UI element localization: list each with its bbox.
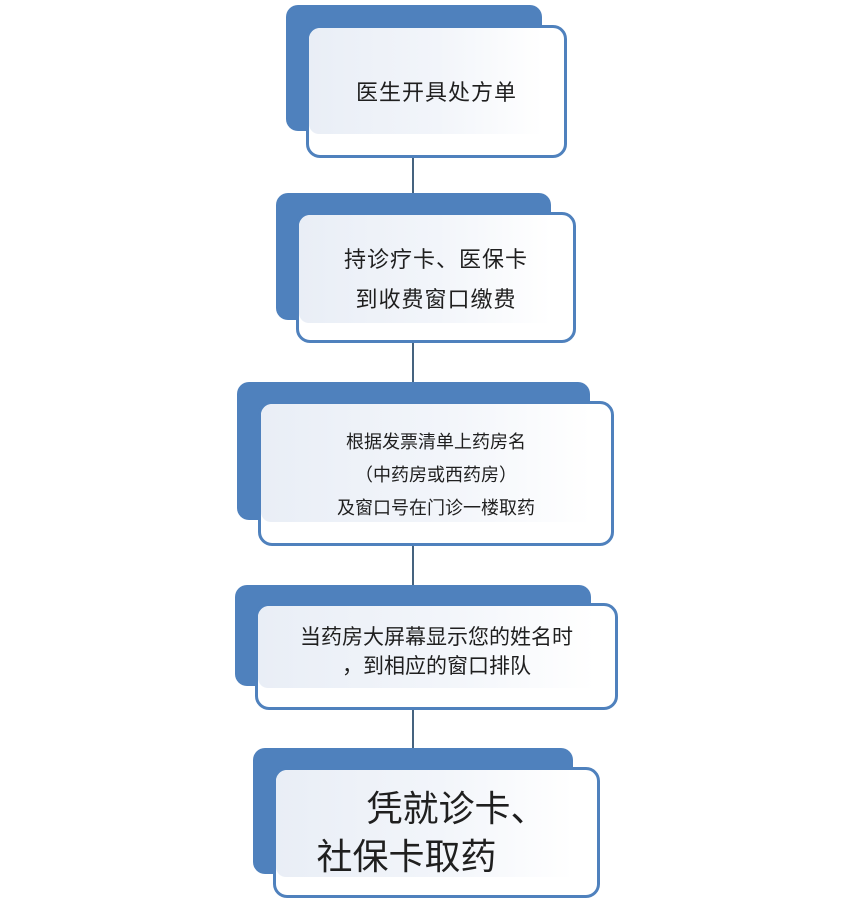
step-1-line-1: 医生开具处方单: [355, 81, 517, 106]
step-1-text: 医生开具处方单: [306, 75, 567, 107]
step-3-box: [258, 401, 614, 546]
step-4-line-1: 当药房大屏幕显示您的姓名时: [300, 625, 573, 649]
step-4-text: 当药房大屏幕显示您的姓名时 ，到相应的窗口排队: [255, 623, 618, 681]
step-1-box: [306, 25, 567, 158]
step-3-text: 根据发票清单上药房名 （中药房或西药房） 及窗口号在门诊一楼取药: [258, 426, 614, 525]
step-2-box: [296, 212, 576, 343]
step-5-line-1: 凭就诊卡、: [366, 789, 547, 830]
step-2-line-1: 持诊疗卡、医保卡: [343, 248, 528, 273]
step-5-box: [273, 767, 600, 898]
step-3-line-1: 根据发票清单上药房名: [346, 432, 526, 453]
step-5-line-2: 社保卡取药: [316, 837, 497, 878]
step-2-text: 持诊疗卡、医保卡 到收费窗口缴费: [296, 241, 576, 321]
step-2-line-2: 到收费窗口缴费: [355, 288, 517, 313]
connector-4-5: [412, 710, 414, 767]
step-3-line-2: （中药房或西药房）: [355, 465, 517, 486]
step-5-text: 凭就诊卡、 社保卡取药: [273, 786, 600, 882]
step-4-box: [255, 603, 618, 710]
connector-1-2: [412, 153, 414, 213]
step-3-line-3: 及窗口号在门诊一楼取药: [337, 498, 535, 519]
connector-2-3: [412, 343, 414, 401]
connector-3-4: [412, 546, 414, 603]
step-4-line-2: ，到相应的窗口排队: [342, 654, 531, 678]
